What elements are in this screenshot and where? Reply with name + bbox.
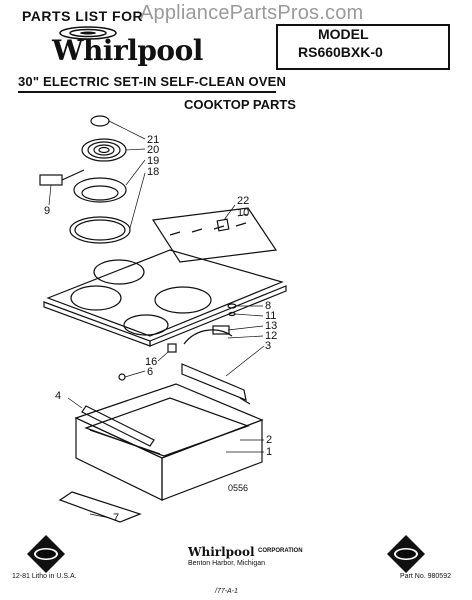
callout-11: 11 <box>265 310 277 322</box>
model-label: MODEL <box>318 26 369 42</box>
footer-brand: Whirlpool <box>188 545 255 559</box>
callout-3: 3 <box>265 340 272 352</box>
callout-20: 20 <box>147 144 160 156</box>
figure-code: 0556 <box>228 483 249 493</box>
callout-18: 18 <box>147 166 160 178</box>
callout-7: 7 <box>113 512 120 524</box>
parts-list-heading: PARTS LIST FOR <box>22 8 144 24</box>
callout-21: 21 <box>147 134 160 146</box>
model-box <box>276 24 450 70</box>
callout-13: 13 <box>265 320 278 332</box>
callout-10: 10 <box>237 207 250 219</box>
footer-print-info: 12-81 Litho in U.S.A. <box>12 573 77 580</box>
fsp-badge-left-label: FSP <box>38 550 54 559</box>
fsp-badge-right-icon: FSP <box>387 535 425 573</box>
callout-6: 6 <box>147 366 154 378</box>
whirlpool-swirl-logo <box>59 26 117 40</box>
callout-19: 19 <box>147 155 160 167</box>
footer-corporation: CORPORATION <box>258 548 303 554</box>
fsp-badge-right-label: FSP <box>398 550 414 559</box>
callout-12: 12 <box>265 330 278 342</box>
callout-9: 9 <box>44 205 51 217</box>
footer-address: Benton Harbor, Michigan <box>188 560 266 567</box>
model-number: RS660BXK-0 <box>298 44 383 60</box>
footer-part-number: Part No. 980592 <box>400 573 451 580</box>
handwritten-note: /77-A-1 <box>215 588 238 595</box>
callout-1: 1 <box>266 446 273 458</box>
callout-4: 4 <box>55 390 62 402</box>
brand-logo-text: Whirlpool <box>52 34 203 67</box>
section-title: COOKTOP PARTS <box>184 97 296 112</box>
appliance-description: 30" ELECTRIC SET-IN SELF-CLEAN OVEN <box>18 74 287 89</box>
callout-2: 2 <box>266 434 273 446</box>
watermark: AppliancePartsPros.com <box>140 2 364 24</box>
fsp-badge-left-icon: FSP <box>27 535 65 573</box>
callout-22: 22 <box>237 195 250 207</box>
callout-16: 16 <box>145 356 158 368</box>
callout-8: 8 <box>265 300 272 312</box>
